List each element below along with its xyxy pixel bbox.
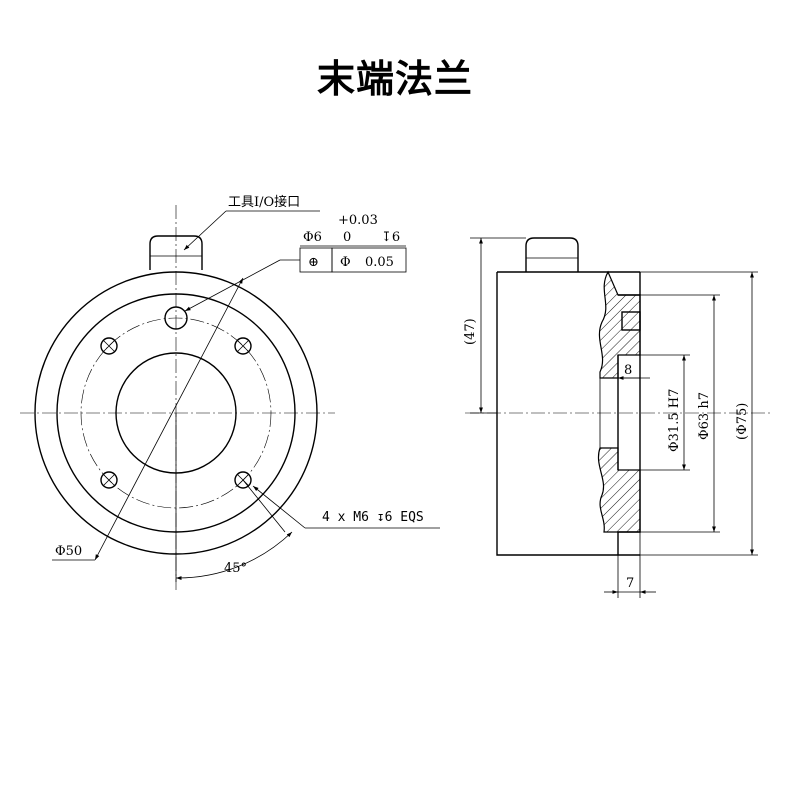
angle-arc <box>175 531 293 581</box>
spigot-dia-label: Φ63 h7 <box>697 392 712 440</box>
section-hatch-bottom <box>598 447 641 533</box>
side-view: (47) 8 Φ31.5 H7 Φ63 h7 (Φ75) 7 <box>463 237 770 598</box>
position-tol-symbol: ⊕ <box>308 255 319 270</box>
position-tol-dia: Φ <box>340 255 351 270</box>
bore-dia-label: Φ31.5 H7 <box>667 389 682 452</box>
outer-dia-label: (Φ75) <box>735 403 750 440</box>
thread-leader <box>252 485 306 529</box>
threaded-hole-bl <box>100 471 118 489</box>
position-tol-box-2 <box>331 247 407 273</box>
hole-dia: Φ6 <box>303 230 322 245</box>
thread-label: 4 x M6 ↧6 EQS <box>322 510 424 525</box>
body-outline <box>496 271 640 556</box>
tol-upper: +0.03 <box>338 213 378 228</box>
front-view: 工具I/O接口 +0.03 Φ6 0 ↧6 ⊕ Φ 0.05 4 x M6 ↧6… <box>20 194 440 590</box>
side-io-connector <box>525 237 579 272</box>
pcd-diameter-line <box>94 277 244 561</box>
position-tol-value: 0.05 <box>365 255 394 270</box>
pin-slot <box>621 311 641 331</box>
bore-depth-label: 8 <box>624 363 632 378</box>
spigot-length-label: 7 <box>626 576 634 591</box>
threaded-hole-tl <box>100 337 118 355</box>
drawing-title: 末端法兰 <box>316 57 473 101</box>
io-leader <box>183 210 227 251</box>
angle-label: 45° <box>224 561 247 576</box>
height-label: (47) <box>463 318 478 345</box>
threaded-hole-tr <box>234 337 252 355</box>
section-hatch-top <box>598 270 641 379</box>
angle-ext-line <box>242 479 286 533</box>
pcd-label: Φ50 <box>55 544 82 559</box>
tol-lower: 0 <box>343 230 351 245</box>
io-label: 工具I/O接口 <box>228 194 300 210</box>
io-connector-outline <box>149 235 203 270</box>
hole-depth: ↧6 <box>381 230 400 245</box>
